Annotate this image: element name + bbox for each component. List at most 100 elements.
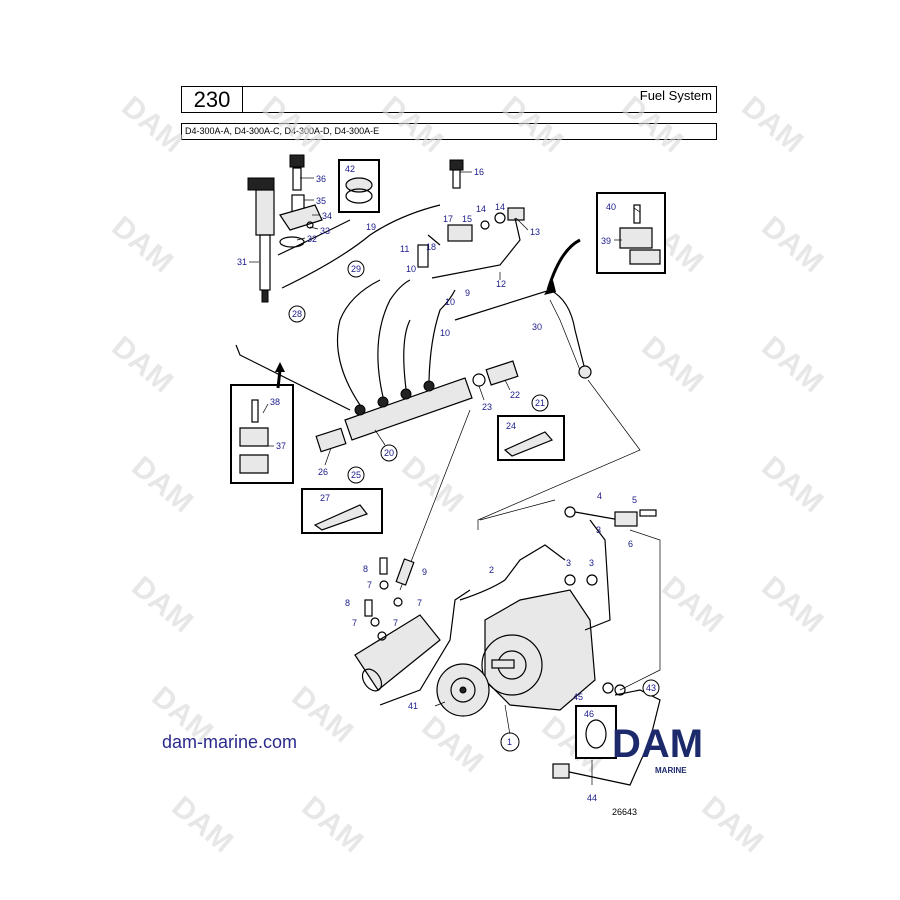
bolt-11 bbox=[417, 244, 429, 268]
bolt-16 bbox=[452, 169, 461, 189]
logo-subtext: MARINE bbox=[655, 766, 687, 775]
callout-circle-28 bbox=[288, 305, 306, 323]
clip-18 bbox=[427, 234, 441, 246]
callout-31: 31 bbox=[237, 257, 247, 267]
watermark: DAM bbox=[126, 450, 200, 519]
callout-33: 33 bbox=[320, 226, 330, 236]
header-box: 230 Fuel System bbox=[181, 86, 717, 113]
injector-connector bbox=[247, 177, 275, 191]
seal-ring-bottom bbox=[345, 188, 373, 204]
bolt-40 bbox=[633, 204, 641, 224]
banjo-3a bbox=[564, 574, 576, 586]
arrow-head-2 bbox=[275, 362, 285, 372]
callout-2: 2 bbox=[489, 565, 494, 575]
dam-marine-logo: DAM MARINE bbox=[612, 722, 703, 775]
watermark: DAM bbox=[376, 90, 450, 159]
injector-nozzle bbox=[259, 234, 271, 291]
leader bbox=[262, 403, 269, 414]
washer-7b bbox=[393, 597, 403, 607]
clamp-37-bottom bbox=[239, 454, 269, 474]
pipe-end-44 bbox=[552, 763, 570, 779]
arrow-head bbox=[544, 280, 556, 295]
callout-39: 39 bbox=[601, 236, 611, 246]
relief-valve-22 bbox=[485, 360, 519, 386]
watermark: DAM bbox=[756, 570, 830, 639]
leader-9 bbox=[399, 409, 471, 591]
arrow-line-2 bbox=[276, 369, 282, 389]
callout-35: 35 bbox=[316, 196, 326, 206]
callout-13: 13 bbox=[530, 227, 540, 237]
o-ring-32 bbox=[279, 236, 305, 248]
sealant-tube-27 bbox=[313, 504, 368, 531]
callout-18: 18 bbox=[426, 242, 436, 252]
leader bbox=[478, 385, 485, 401]
banjo-3b bbox=[586, 574, 598, 586]
callout-22: 22 bbox=[510, 390, 520, 400]
callout-42: 42 bbox=[345, 164, 355, 174]
clamp-39-bottom bbox=[629, 249, 661, 265]
clip-45a bbox=[602, 682, 614, 694]
watermark: DAM bbox=[166, 790, 240, 859]
return-valve-assembly bbox=[417, 159, 525, 279]
callout-27: 27 bbox=[320, 493, 330, 503]
callout-circle-43 bbox=[642, 679, 660, 697]
banjo-3c bbox=[564, 506, 576, 518]
filter-end bbox=[361, 668, 383, 692]
callout-circle-21 bbox=[531, 394, 549, 412]
callout-10b: 10 bbox=[445, 297, 455, 307]
callout-17: 17 bbox=[443, 214, 453, 224]
callout-14b: 14 bbox=[495, 202, 505, 212]
website-link[interactable]: dam-marine.com bbox=[162, 732, 298, 752]
callout-14a: 14 bbox=[476, 204, 486, 214]
callout-8a: 8 bbox=[363, 564, 368, 574]
bolt-36 bbox=[292, 167, 302, 191]
leader-6 bbox=[619, 529, 661, 691]
injector-pipe-5 bbox=[235, 344, 351, 411]
callouts: 36 35 34 33 32 31 19 42 16 17 15 14 14 1… bbox=[237, 164, 660, 803]
wire-harness bbox=[277, 219, 351, 256]
inset-37-38 bbox=[230, 362, 294, 484]
inset-42 bbox=[338, 159, 380, 213]
callout-37: 37 bbox=[276, 441, 286, 451]
watermark: DAM bbox=[296, 790, 370, 859]
leader-30 bbox=[477, 379, 641, 530]
leader bbox=[296, 237, 306, 241]
bolt-8b bbox=[364, 599, 373, 617]
leader bbox=[515, 217, 529, 231]
high-pressure-pump bbox=[436, 499, 661, 717]
inset-27 bbox=[301, 488, 383, 534]
callout-5: 5 bbox=[632, 495, 637, 505]
callout-34: 34 bbox=[322, 211, 332, 221]
injector-pipe-4 bbox=[428, 289, 456, 382]
callout-3c: 3 bbox=[589, 558, 594, 568]
bolt-head-36 bbox=[289, 154, 305, 168]
injector-pipe-1 bbox=[336, 279, 381, 406]
clamp-34 bbox=[279, 204, 323, 231]
callout-7a: 7 bbox=[367, 580, 372, 590]
inset-box-27 bbox=[301, 488, 383, 534]
callout-10c: 10 bbox=[440, 328, 450, 338]
callout-41: 41 bbox=[408, 701, 418, 711]
leader bbox=[504, 379, 511, 391]
pressure-sensor-26 bbox=[315, 427, 347, 453]
callout-9b: 9 bbox=[422, 567, 427, 577]
washer-14b bbox=[494, 212, 506, 224]
watermark: DAM bbox=[496, 90, 570, 159]
callout-46: 46 bbox=[584, 709, 594, 719]
bolt-38 bbox=[251, 399, 259, 423]
rail-port-4 bbox=[423, 380, 435, 392]
drawing-number: 26643 bbox=[612, 807, 638, 817]
watermark: DAM bbox=[256, 90, 330, 159]
washer-7d bbox=[377, 631, 387, 641]
page-number: 230 bbox=[182, 87, 243, 112]
pipe-4 bbox=[574, 511, 621, 521]
sealant-tube-24 bbox=[503, 431, 554, 457]
pipe-44 bbox=[559, 689, 661, 786]
washer-7a bbox=[379, 580, 389, 590]
pipe-3-right bbox=[584, 519, 611, 631]
callout-16: 16 bbox=[474, 167, 484, 177]
callout-21: 21 bbox=[535, 398, 545, 408]
leader-pipe-4 bbox=[479, 499, 556, 521]
rail-port-3 bbox=[400, 388, 412, 400]
